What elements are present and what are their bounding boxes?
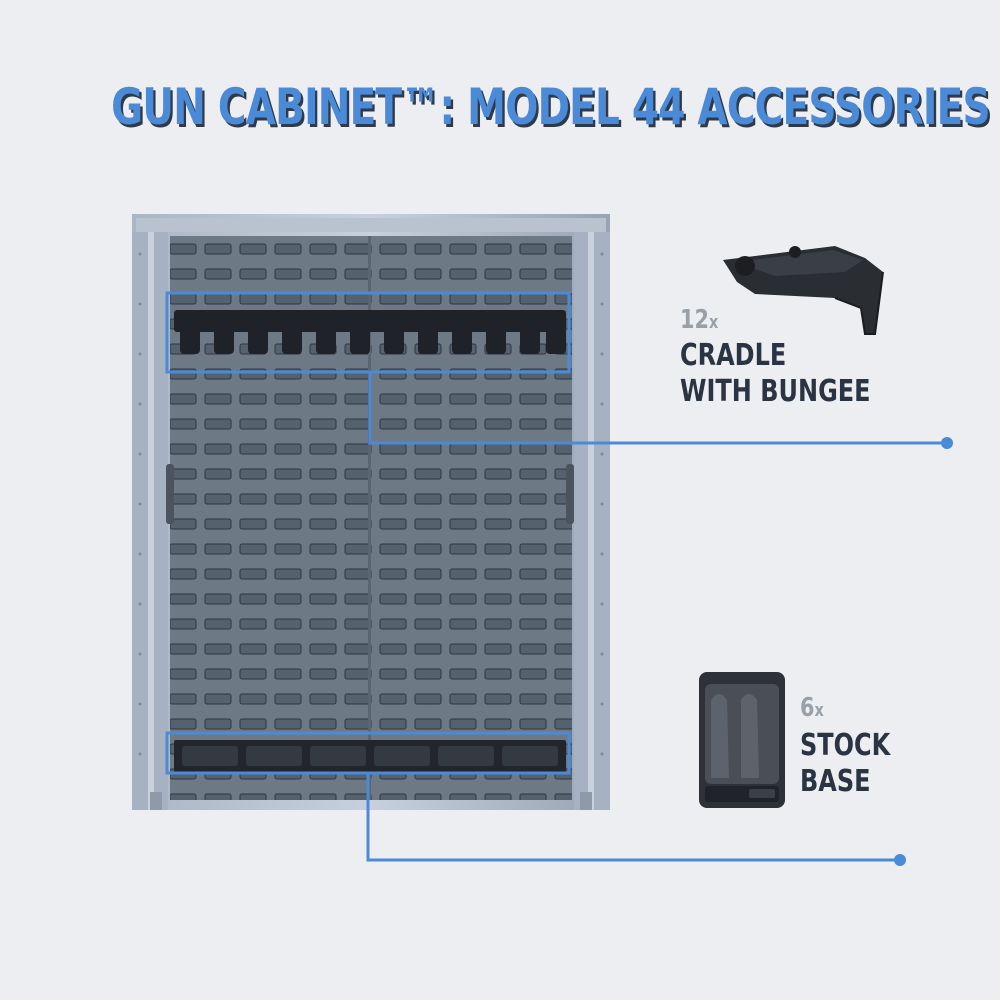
cradle-callout-dot xyxy=(941,437,953,449)
stock-base-quantity: 6x xyxy=(800,693,824,723)
gun-cabinet-image xyxy=(132,214,610,810)
cradle-name: CRADLE WITH BUNGEE xyxy=(680,338,871,409)
stock-base-name: STOCK BASE xyxy=(800,728,891,799)
stock-base-product-image xyxy=(699,672,785,808)
stock-base-callout-dot xyxy=(894,854,906,866)
cradle-product-image xyxy=(723,246,884,335)
page-title: GUN CABINET™: MODEL 44 ACCESSORIES xyxy=(111,78,990,136)
cradle-quantity: 12x xyxy=(680,305,719,335)
